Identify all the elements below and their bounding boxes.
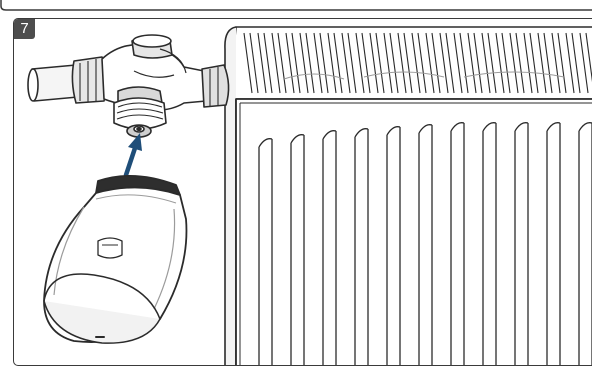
radiator-thermostat-illustration bbox=[14, 19, 592, 366]
install-direction-arrow bbox=[126, 133, 142, 175]
step-panel: 7 bbox=[13, 18, 592, 366]
radiator bbox=[225, 27, 592, 366]
previous-panel-border bbox=[0, 0, 592, 12]
step-number-badge: 7 bbox=[14, 19, 35, 39]
radiator-valve bbox=[28, 35, 229, 137]
smart-thermostat bbox=[44, 176, 186, 343]
